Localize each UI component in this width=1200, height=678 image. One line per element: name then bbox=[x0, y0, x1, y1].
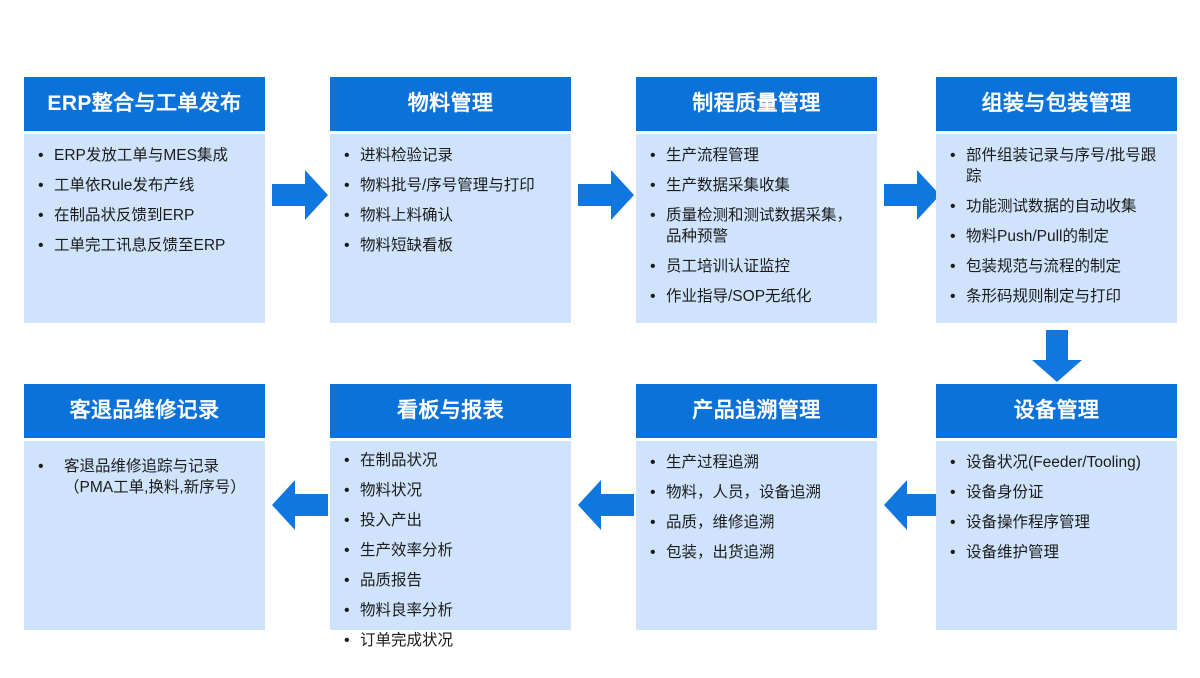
list-item: 包装规范与流程的制定 bbox=[946, 256, 1167, 278]
list-item: 质量检测和测试数据采集，品种预警 bbox=[646, 205, 867, 248]
header-divider bbox=[936, 131, 1177, 134]
list-item: 设备操作程序管理 bbox=[946, 512, 1167, 534]
flow-box-dashboard-and-reports[interactable]: 看板与报表 在制品状况 物料状况 投入产出 生产效率分析 品质报告 物料良率分析… bbox=[330, 384, 571, 651]
flow-box-body: 进料检验记录 物料批号/序号管理与打印 物料上料确认 物料短缺看板 bbox=[330, 134, 571, 323]
bullet-list: 部件组装记录与序号/批号跟踪 功能测试数据的自动收集 物料Push/Pull的制… bbox=[946, 145, 1167, 308]
list-item: 物料短缺看板 bbox=[340, 235, 561, 257]
list-item: 部件组装记录与序号/批号跟踪 bbox=[946, 145, 1167, 188]
list-item: 功能测试数据的自动收集 bbox=[946, 196, 1167, 218]
flow-box-body: 部件组装记录与序号/批号跟踪 功能测试数据的自动收集 物料Push/Pull的制… bbox=[936, 134, 1177, 323]
flow-box-assembly-packaging-management[interactable]: 组装与包装管理 部件组装记录与序号/批号跟踪 功能测试数据的自动收集 物料Pus… bbox=[936, 77, 1177, 323]
list-item: 进料检验记录 bbox=[340, 145, 561, 167]
list-item: 生产流程管理 bbox=[646, 145, 867, 167]
list-item: 条形码规则制定与打印 bbox=[946, 286, 1167, 308]
header-divider bbox=[936, 438, 1177, 441]
bullet-list: 生产流程管理 生产数据采集收集 质量检测和测试数据采集，品种预警 员工培训认证监… bbox=[646, 145, 867, 308]
list-item: 物料Push/Pull的制定 bbox=[946, 226, 1167, 248]
list-item: 物料良率分析 bbox=[340, 600, 561, 622]
header-divider bbox=[24, 438, 265, 441]
flow-box-title: ERP整合与工单发布 bbox=[24, 77, 265, 131]
flow-box-title: 客退品维修记录 bbox=[24, 384, 265, 438]
arrow-process-quality-to-assembly bbox=[884, 168, 940, 222]
header-divider bbox=[636, 438, 877, 441]
header-divider bbox=[24, 131, 265, 134]
flow-box-body: 客退品维修追踪与记录（PMA工单,换料,新序号） bbox=[24, 441, 265, 630]
header-divider bbox=[636, 131, 877, 134]
bullet-list: 客退品维修追踪与记录（PMA工单,换料,新序号） bbox=[34, 456, 255, 499]
flow-box-title: 产品追溯管理 bbox=[636, 384, 877, 438]
flow-box-title: 制程质量管理 bbox=[636, 77, 877, 131]
list-item: 物料状况 bbox=[340, 480, 561, 502]
flow-box-title: 物料管理 bbox=[330, 77, 571, 131]
flow-box-body: 设备状况(Feeder/Tooling) 设备身份证 设备操作程序管理 设备维护… bbox=[936, 441, 1177, 630]
list-item: 生产过程追溯 bbox=[646, 452, 867, 474]
list-item: 物料批号/序号管理与打印 bbox=[340, 175, 561, 197]
flow-box-title: 组装与包装管理 bbox=[936, 77, 1177, 131]
list-item: 投入产出 bbox=[340, 510, 561, 532]
flow-box-customer-return-repair-record[interactable]: 客退品维修记录 客退品维修追踪与记录（PMA工单,换料,新序号） bbox=[24, 384, 265, 630]
list-item: 订单完成状况 bbox=[340, 630, 561, 652]
arrow-traceability-to-dashboard bbox=[578, 478, 634, 532]
list-item: ERP发放工单与MES集成 bbox=[34, 145, 255, 167]
flow-box-body: 生产流程管理 生产数据采集收集 质量检测和测试数据采集，品种预警 员工培训认证监… bbox=[636, 134, 877, 323]
flow-box-equipment-management[interactable]: 设备管理 设备状况(Feeder/Tooling) 设备身份证 设备操作程序管理… bbox=[936, 384, 1177, 630]
bullet-list: 生产过程追溯 物料，人员，设备追溯 品质，维修追溯 包装，出货追溯 bbox=[646, 452, 867, 564]
arrow-right-icon bbox=[578, 170, 634, 220]
list-item: 物料，人员，设备追溯 bbox=[646, 482, 867, 504]
arrow-right-icon bbox=[272, 170, 328, 220]
bullet-list: 在制品状况 物料状况 投入产出 生产效率分析 品质报告 物料良率分析 订单完成状… bbox=[340, 450, 561, 652]
list-item: 工单依Rule发布产线 bbox=[34, 175, 255, 197]
list-item: 设备身份证 bbox=[946, 482, 1167, 504]
arrow-left-icon bbox=[272, 480, 328, 530]
header-divider bbox=[330, 131, 571, 134]
flow-box-product-traceability-management[interactable]: 产品追溯管理 生产过程追溯 物料，人员，设备追溯 品质，维修追溯 包装，出货追溯 bbox=[636, 384, 877, 630]
flow-box-erp-integration[interactable]: ERP整合与工单发布 ERP发放工单与MES集成 工单依Rule发布产线 在制品… bbox=[24, 77, 265, 323]
arrow-assembly-to-equipment bbox=[1030, 330, 1084, 382]
arrow-erp-to-material bbox=[272, 168, 328, 222]
list-item: 生产效率分析 bbox=[340, 540, 561, 562]
arrow-down-icon bbox=[1032, 330, 1082, 382]
arrow-equipment-to-traceability bbox=[884, 478, 940, 532]
flow-box-body: 在制品状况 物料状况 投入产出 生产效率分析 品质报告 物料良率分析 订单完成状… bbox=[330, 441, 571, 651]
flow-box-material-management[interactable]: 物料管理 进料检验记录 物料批号/序号管理与打印 物料上料确认 物料短缺看板 bbox=[330, 77, 571, 323]
list-item: 生产数据采集收集 bbox=[646, 175, 867, 197]
list-item: 设备状况(Feeder/Tooling) bbox=[946, 452, 1167, 474]
flow-box-title: 设备管理 bbox=[936, 384, 1177, 438]
arrow-material-to-process-quality bbox=[578, 168, 634, 222]
arrow-left-icon bbox=[578, 480, 634, 530]
bullet-list: 设备状况(Feeder/Tooling) 设备身份证 设备操作程序管理 设备维护… bbox=[946, 452, 1167, 564]
bullet-list: ERP发放工单与MES集成 工单依Rule发布产线 在制品状反馈到ERP 工单完… bbox=[34, 145, 255, 257]
list-item: 包装，出货追溯 bbox=[646, 542, 867, 564]
arrow-dashboard-to-customer-return bbox=[272, 478, 328, 532]
list-item: 在制品状况 bbox=[340, 450, 561, 472]
header-divider bbox=[330, 438, 571, 441]
list-item: 品质，维修追溯 bbox=[646, 512, 867, 534]
bullet-list: 进料检验记录 物料批号/序号管理与打印 物料上料确认 物料短缺看板 bbox=[340, 145, 561, 257]
list-item: 员工培训认证监控 bbox=[646, 256, 867, 278]
flow-box-process-quality-management[interactable]: 制程质量管理 生产流程管理 生产数据采集收集 质量检测和测试数据采集，品种预警 … bbox=[636, 77, 877, 323]
list-item: 工单完工讯息反馈至ERP bbox=[34, 235, 255, 257]
flow-box-body: ERP发放工单与MES集成 工单依Rule发布产线 在制品状反馈到ERP 工单完… bbox=[24, 134, 265, 323]
list-item: 品质报告 bbox=[340, 570, 561, 592]
list-item: 物料上料确认 bbox=[340, 205, 561, 227]
flow-box-body: 生产过程追溯 物料，人员，设备追溯 品质，维修追溯 包装，出货追溯 bbox=[636, 441, 877, 630]
arrow-right-icon bbox=[884, 170, 940, 220]
list-item: 客退品维修追踪与记录（PMA工单,换料,新序号） bbox=[34, 456, 255, 499]
arrow-left-icon bbox=[884, 480, 940, 530]
flow-box-title: 看板与报表 bbox=[330, 384, 571, 438]
list-item: 在制品状反馈到ERP bbox=[34, 205, 255, 227]
list-item: 设备维护管理 bbox=[946, 542, 1167, 564]
list-item: 作业指导/SOP无纸化 bbox=[646, 286, 867, 308]
